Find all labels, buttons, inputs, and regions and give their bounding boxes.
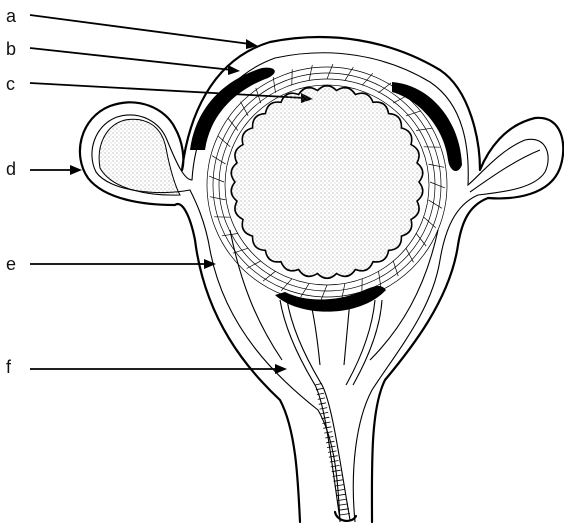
- radiating-vessel: [424, 217, 436, 228]
- label-f: f: [6, 357, 12, 377]
- stalk-rung: [320, 408, 328, 410]
- radiating-vessel: [416, 234, 426, 247]
- label-e: e: [6, 254, 16, 274]
- stalk-rung: [336, 494, 346, 496]
- radiating-vessel: [428, 164, 444, 167]
- label-a: a: [6, 6, 17, 26]
- stalk-rung: [334, 485, 343, 487]
- dark-crescent-bottom: [275, 286, 386, 312]
- label-d: d: [6, 159, 16, 179]
- arrowhead-b: [228, 65, 240, 75]
- stalk-rung: [339, 509, 349, 511]
- radiating-vessel: [393, 96, 407, 104]
- stalk-rung: [319, 403, 326, 405]
- leader-line-a: [30, 15, 250, 44]
- radiating-vessel: [327, 64, 333, 79]
- central-scalloped-mass: [231, 86, 423, 279]
- radiating-vessel: [241, 102, 249, 116]
- radiating-vessel: [309, 65, 312, 81]
- radiating-vessel: [321, 285, 327, 300]
- arrowhead-d: [70, 165, 82, 175]
- leader-line-c: [30, 83, 305, 98]
- radiating-vessel: [210, 197, 226, 200]
- stalk-rung: [321, 412, 329, 414]
- stalk-rung: [335, 489, 344, 491]
- label-c: c: [6, 74, 15, 94]
- label-b: b: [6, 39, 16, 59]
- radiating-vessel: [263, 271, 276, 281]
- radiating-vessel: [209, 176, 224, 182]
- stalk-rung: [318, 398, 325, 400]
- stalk-rung: [323, 427, 331, 429]
- radiating-vessel: [430, 182, 445, 188]
- radiating-vessel: [212, 156, 226, 164]
- radiating-vessel: [228, 118, 238, 131]
- stalk-end: [335, 512, 356, 521]
- radiating-vessel: [342, 283, 345, 299]
- leader-line-b: [30, 48, 232, 70]
